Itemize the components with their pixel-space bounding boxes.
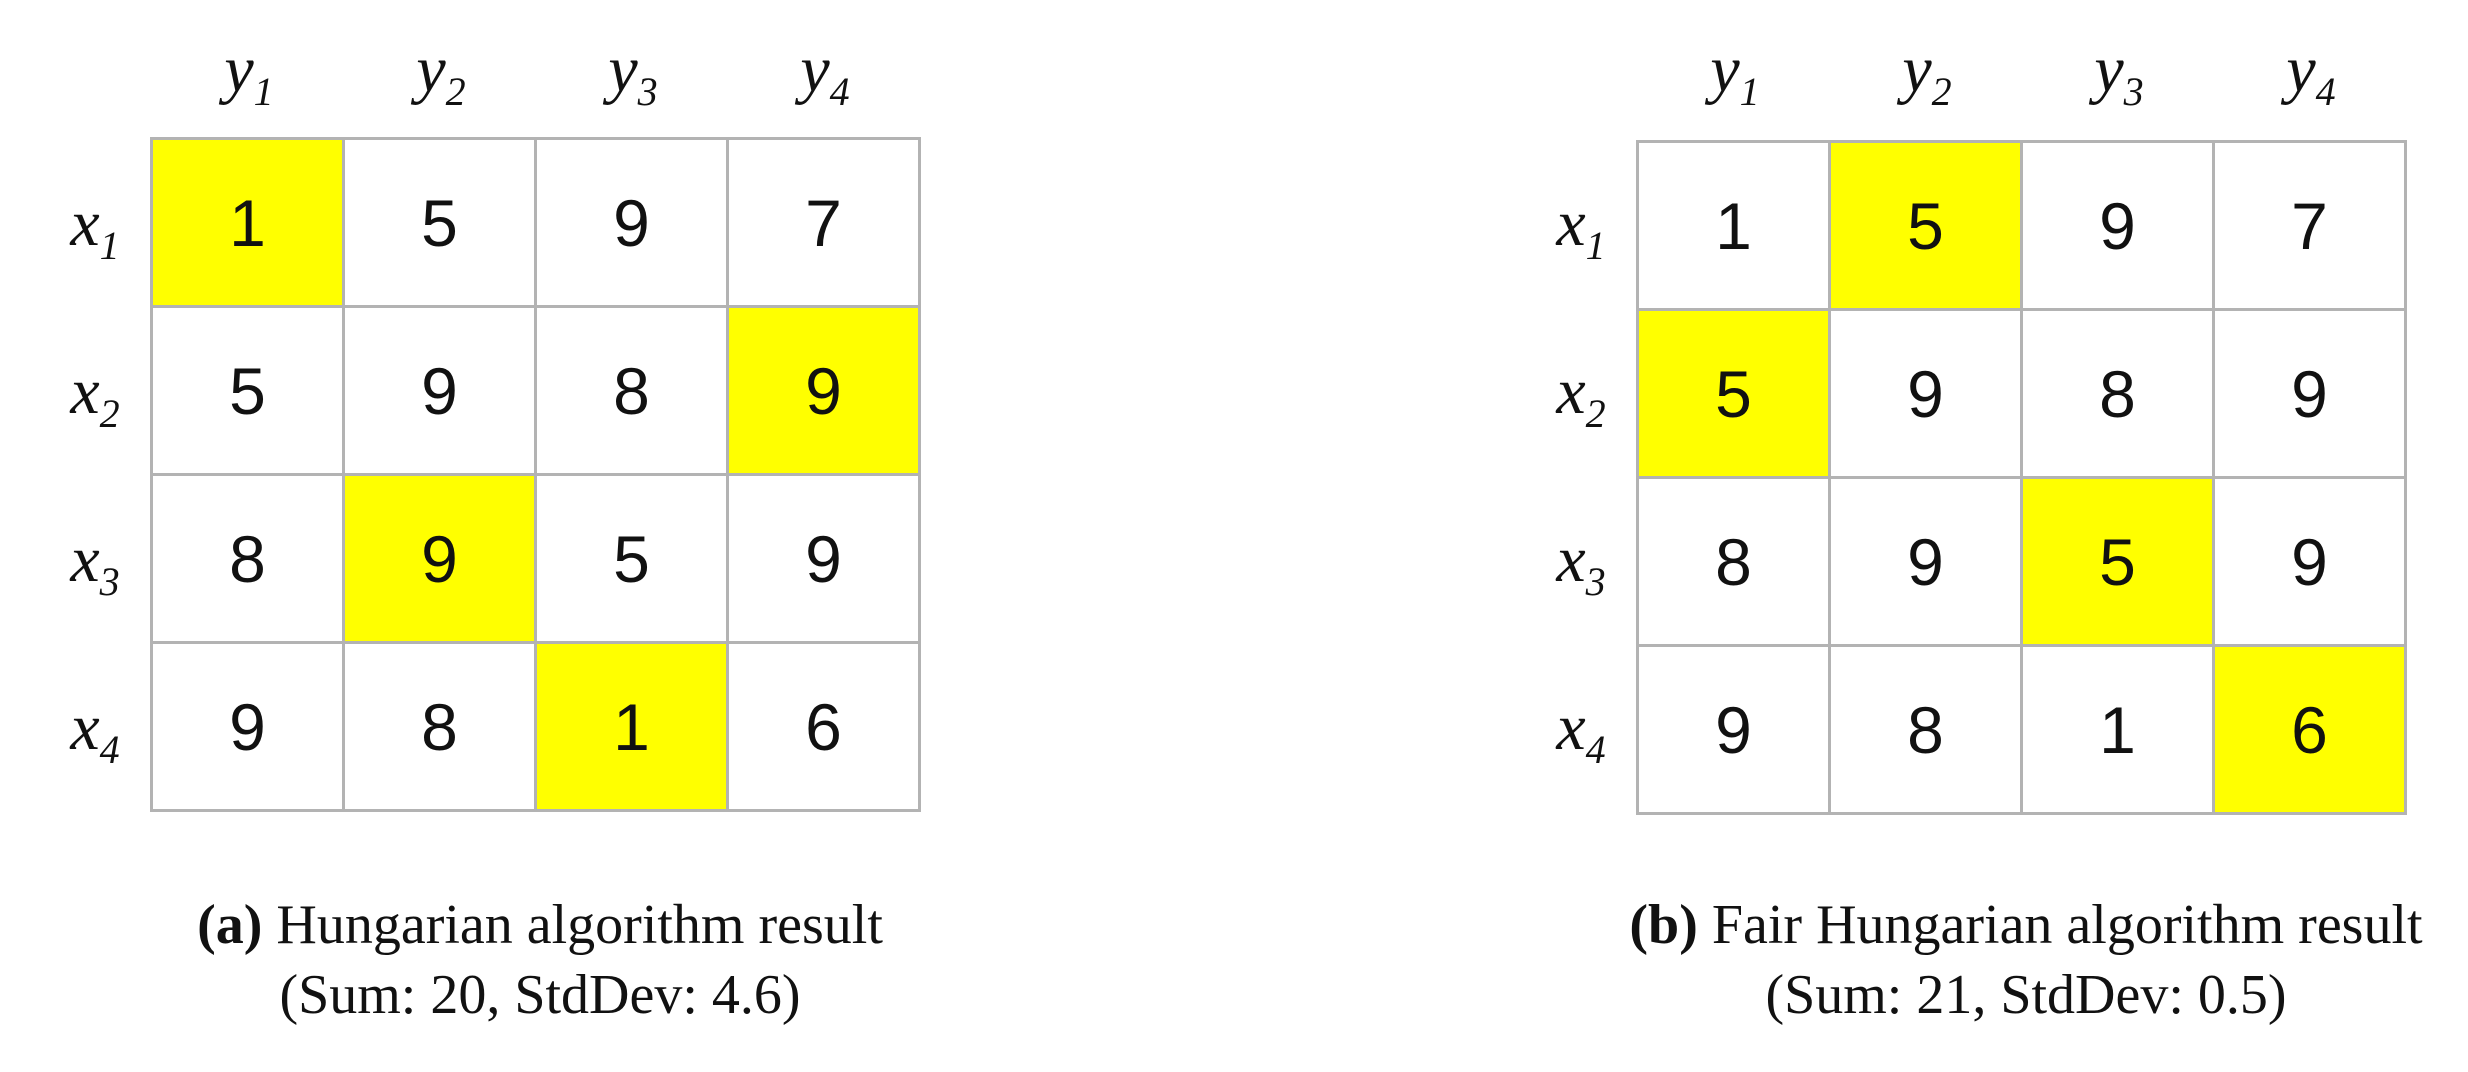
row-header-x1: x1 [1556, 187, 1606, 268]
matrix-cell: 9 [153, 644, 345, 812]
matrix-cell-selected: 9 [345, 476, 537, 644]
matrix-cell: 8 [153, 476, 345, 644]
matrix-cell: 9 [345, 308, 537, 476]
caption-text: Fair Hungarian algorithm result [1711, 894, 2423, 956]
row-header-x2: x2 [70, 355, 120, 436]
col-header-y1: y1 [1710, 33, 1760, 114]
matrix-cell: 8 [345, 644, 537, 812]
caption-b: (b) Fair Hungarian algorithm result (Sum… [1526, 890, 2468, 1030]
matrix-cell: 8 [537, 308, 729, 476]
col-header-y2: y2 [1902, 33, 1952, 114]
row-header-x3: x3 [1556, 523, 1606, 604]
matrix-cell: 9 [537, 140, 729, 308]
row-header-x1: x1 [70, 187, 120, 268]
matrix-cell: 1 [1639, 143, 1831, 311]
col-header-y4: y4 [800, 33, 850, 114]
caption-text: Hungarian algorithm result [276, 894, 883, 956]
row-header-x4: x4 [70, 691, 120, 772]
matrix-cell: 7 [2215, 143, 2407, 311]
row-header-x3: x3 [70, 523, 120, 604]
matrix-cell: 9 [1831, 311, 2023, 479]
caption-tag: (b) [1629, 894, 1698, 956]
col-header-y3: y3 [608, 33, 658, 114]
caption-stats: (Sum: 20, StdDev: 4.6) [279, 964, 801, 1026]
col-header-y1: y1 [224, 33, 274, 114]
caption-stats: (Sum: 21, StdDev: 0.5) [1765, 964, 2287, 1026]
matrix-cell: 5 [537, 476, 729, 644]
matrix-cell: 7 [729, 140, 921, 308]
matrix-cell: 5 [345, 140, 537, 308]
matrix-cell-selected: 5 [2023, 479, 2215, 647]
matrix-cell-selected: 9 [729, 308, 921, 476]
matrix-cell: 5 [153, 308, 345, 476]
matrix-cell-selected: 6 [2215, 647, 2407, 815]
matrix-cell: 9 [2215, 479, 2407, 647]
matrix-cell-selected: 1 [153, 140, 345, 308]
col-header-y3: y3 [2094, 33, 2144, 114]
matrix-cell-selected: 5 [1639, 311, 1831, 479]
matrix-cell-selected: 1 [537, 644, 729, 812]
col-header-y4: y4 [2286, 33, 2336, 114]
row-header-x2: x2 [1556, 355, 1606, 436]
matrix-cell: 8 [1639, 479, 1831, 647]
matrix-cell: 9 [2215, 311, 2407, 479]
matrix-cell: 9 [729, 476, 921, 644]
matrix-cell: 1 [2023, 647, 2215, 815]
row-header-x4: x4 [1556, 691, 1606, 772]
matrix-cell: 8 [1831, 647, 2023, 815]
matrix-cell: 9 [2023, 143, 2215, 311]
matrix-cell: 6 [729, 644, 921, 812]
col-header-y2: y2 [416, 33, 466, 114]
matrix-cell: 9 [1639, 647, 1831, 815]
matrix-cell: 8 [2023, 311, 2215, 479]
matrix-cell: 9 [1831, 479, 2023, 647]
caption-a: (a) Hungarian algorithm result (Sum: 20,… [40, 890, 1040, 1030]
matrix-cell-selected: 5 [1831, 143, 2023, 311]
caption-tag: (a) [197, 894, 263, 956]
